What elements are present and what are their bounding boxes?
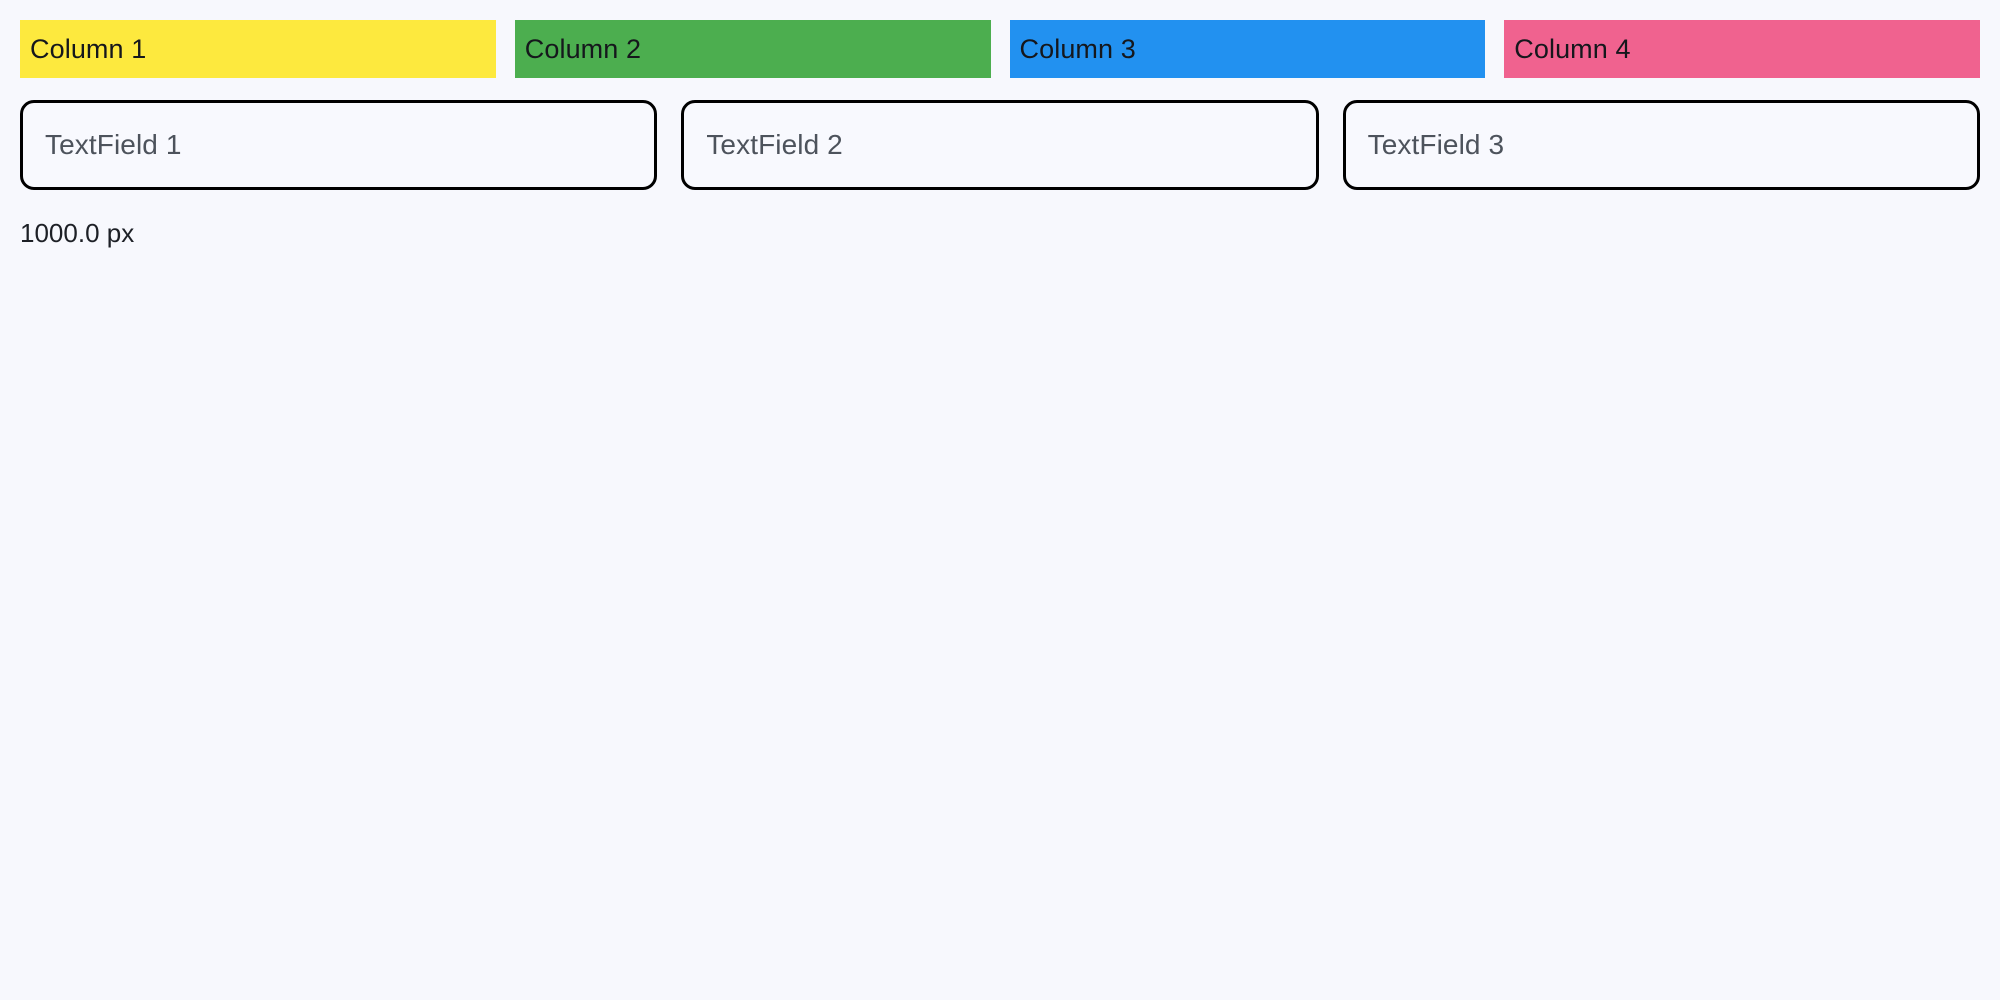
column-block-label: Column 4 <box>1514 33 1631 64</box>
column-block-label: Column 1 <box>30 33 147 64</box>
column-block-4[interactable]: Column 4 <box>1504 20 1980 78</box>
measurement-readout: 1000.0 px <box>20 218 135 248</box>
textfield-3[interactable]: TextField 3 <box>1342 100 1980 190</box>
textfield-2-placeholder: TextField 2 <box>706 129 843 160</box>
columns-row: Column 1 Column 2 Column 3 Column 4 <box>20 20 1980 78</box>
textfield-1-placeholder: TextField 1 <box>45 129 182 160</box>
textfield-3-placeholder: TextField 3 <box>1367 129 1505 160</box>
textfields-row: TextField 1 TextField 2 TextField 3 <box>20 100 1980 190</box>
textfield-1[interactable]: TextField 1 <box>20 100 658 190</box>
column-block-3[interactable]: Column 3 <box>1009 20 1486 78</box>
column-block-1[interactable]: Column 1 <box>20 20 496 78</box>
textfield-2[interactable]: TextField 2 <box>681 100 1319 190</box>
measurement-row: 1000.0 px <box>20 216 1980 250</box>
column-block-label: Column 3 <box>1019 33 1136 64</box>
column-block-label: Column 2 <box>524 33 642 64</box>
column-block-2[interactable]: Column 2 <box>514 20 991 78</box>
